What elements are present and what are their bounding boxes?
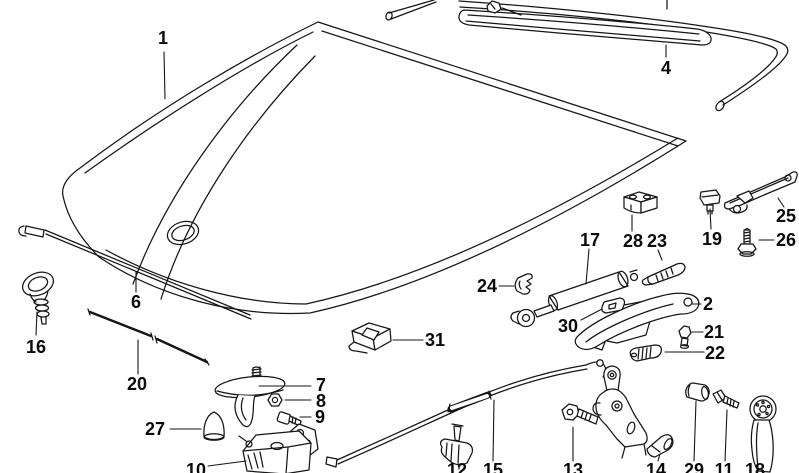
bolt-13: [561, 403, 599, 425]
part-label-10: 10: [185, 460, 207, 473]
part-label-7: 7: [315, 375, 327, 395]
lock-upper-part: [214, 366, 286, 428]
screw-11: [712, 389, 740, 409]
part-label-16: 16: [25, 337, 47, 357]
part-label-30: 30: [557, 316, 579, 336]
part-label-17: 17: [579, 230, 601, 250]
cable-holder: [439, 423, 474, 470]
spacer-block: [623, 191, 658, 214]
part-label-14: 14: [645, 460, 667, 473]
gas-strut: [510, 269, 639, 328]
hex-bolt-26: [737, 227, 757, 257]
part-label-13: 13: [562, 460, 584, 473]
cover-plate: [629, 344, 662, 362]
bowden-cable: [325, 359, 607, 468]
lock-lower-part: [238, 423, 319, 473]
screw-21: [678, 325, 692, 349]
part-label-27: 27: [144, 419, 166, 439]
part-label-20: 20: [126, 374, 148, 394]
front-edge-strip: [18, 225, 252, 320]
leader-lines: [35, 44, 785, 467]
windshield-molding: [385, 0, 789, 112]
blind-plug: [21, 271, 55, 325]
hood-badge: [166, 220, 200, 246]
part-label-19: 19: [701, 229, 723, 249]
part-label-23: 23: [646, 231, 668, 251]
rubber-buffer: [203, 411, 225, 441]
guide-wedge: [348, 322, 392, 354]
part-label-22: 22: [704, 343, 726, 363]
hinge-lever-arm: [574, 292, 700, 351]
part-label-1: 1: [157, 28, 169, 48]
part-label-24: 24: [476, 276, 498, 296]
spacer-sleeve: [685, 382, 710, 402]
part-label-4: 4: [660, 58, 672, 78]
part-label-12: 12: [446, 460, 468, 473]
hood-hinge: [723, 171, 798, 214]
sleeve-14: [646, 434, 674, 458]
clip-19: [699, 189, 721, 215]
retaining-clip: [514, 273, 533, 295]
part-label-28: 28: [622, 231, 644, 251]
plate-23: [641, 262, 686, 286]
part-label-25: 25: [775, 206, 797, 226]
part-label-29: 29: [683, 460, 705, 473]
release-handle: [749, 395, 777, 473]
hex-nut: [267, 393, 283, 407]
rod: [87, 308, 210, 366]
part-label-15: 15: [482, 460, 504, 473]
part-label-9: 9: [314, 407, 326, 427]
cowl-molding: [458, 9, 712, 46]
part-label-21: 21: [703, 322, 725, 342]
hood-panel: [61, 21, 687, 315]
part-label-8: 8: [315, 391, 327, 411]
release-lever-bracket: [592, 365, 648, 459]
part-label-2: 2: [702, 294, 714, 314]
molding-clip: [486, 0, 522, 16]
part-label-11: 11: [714, 460, 734, 473]
part-label-18: 18: [744, 460, 766, 473]
part-label-31: 31: [424, 330, 446, 350]
part-label-26: 26: [775, 230, 797, 250]
part-label-6: 6: [130, 292, 142, 312]
screw-9: [276, 411, 302, 427]
